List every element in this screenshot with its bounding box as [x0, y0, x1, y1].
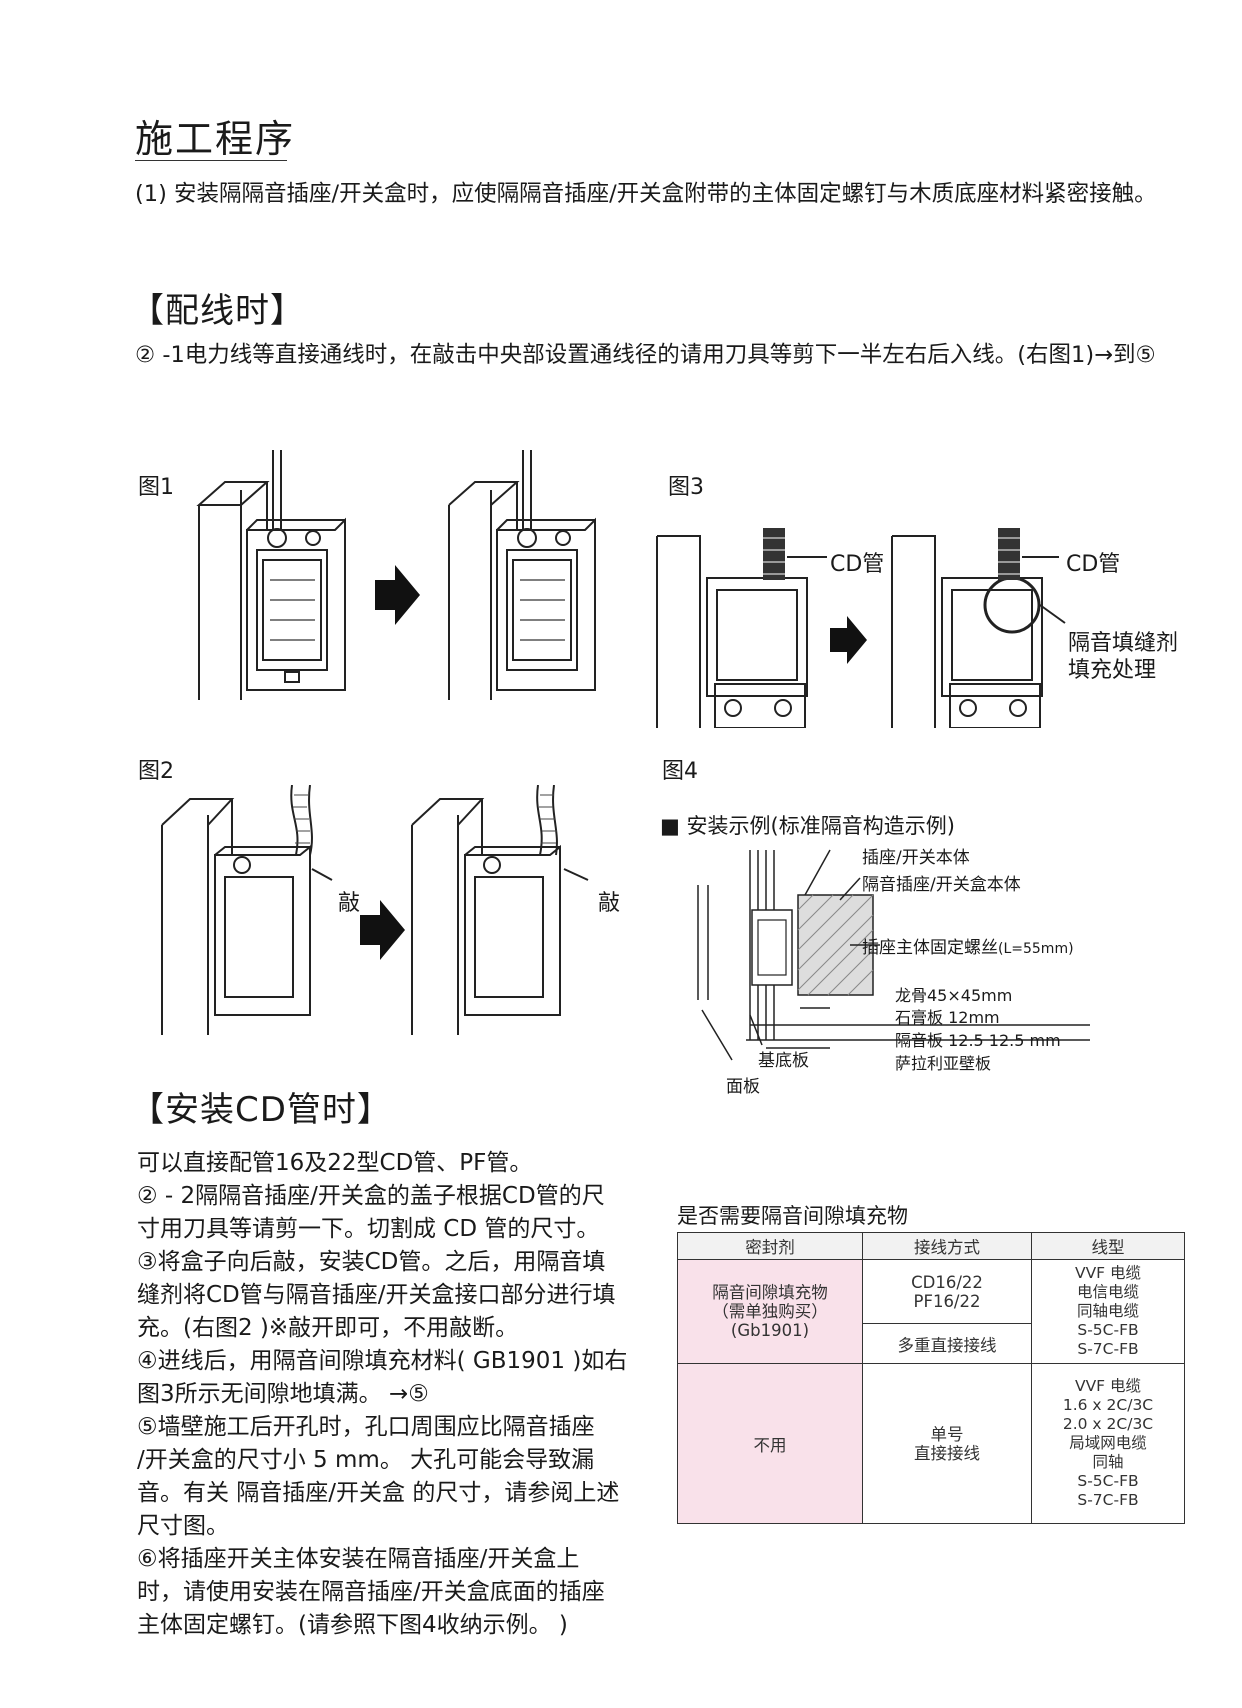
figure-4-diagram [697, 849, 1090, 1061]
base-plate-label: 基底板 [758, 1051, 809, 1071]
figure-3-illustration [656, 528, 1066, 728]
cd-line: /开关盒的尺寸小 5 mm。 大孔可能会导致漏 [137, 1447, 595, 1473]
figure-1-label: 图1 [138, 475, 174, 500]
sarah-board-label: 萨拉利亚壁板 [895, 1054, 992, 1073]
type-line: VVF 电缆 [1074, 1377, 1142, 1395]
cd-line: 寸用刀具等请剪一下。切割成 CD 管的尺寸。 [137, 1216, 600, 1242]
cd-line: 充。(右图2 )※敲开即可，不用敲断。 [137, 1315, 519, 1341]
figure-2-label: 图2 [138, 759, 174, 784]
cd-line: ② - 2隔隔音插座/开关盒的盖子根据CD管的尺 [137, 1183, 605, 1209]
type-line: S-5C-FB [1077, 1321, 1139, 1339]
gypsum-label: 石膏板 12mm [895, 1008, 1000, 1027]
screw-label: 插座主体固定螺丝(L=55mm) [862, 933, 1074, 958]
table-header: 线型 [1031, 1232, 1185, 1260]
method-cell-multi: 多重直接接线 [862, 1323, 1032, 1364]
table-header: 接线方式 [862, 1232, 1032, 1260]
arrow-right-icon [830, 616, 867, 664]
figure-1-illustration [196, 450, 596, 700]
type-line: S-5C-FB [1077, 1472, 1139, 1490]
cd-line: 主体固定螺钉。(请参照下图4收纳示例。 ) [137, 1612, 568, 1638]
wiring-heading: 【配线时】 [130, 291, 305, 331]
sealant-line: （需单独购买） [712, 1302, 828, 1321]
sealant-label-line1: 隔音填缝剂 [1068, 631, 1179, 656]
types-cell-none: VVF 电缆 1.6 x 2C/3C 2.0 x 2C/3C 局域网电缆 同轴 … [1031, 1363, 1185, 1524]
cd-heading: 【安装CD管时】 [130, 1090, 392, 1130]
type-line: 同轴电缆 [1076, 1302, 1139, 1320]
method-line: 直接接线 [914, 1443, 980, 1463]
type-line: 电信电缆 [1076, 1283, 1139, 1301]
knock-label-left: 敲 [338, 891, 361, 916]
intro-paragraph: (1) 安装隔隔音插座/开关盒时，应使隔隔音插座/开关盒附带的主体固定螺钉与木质… [135, 181, 1157, 207]
cd-line: ⑤墙壁施工后开孔时，孔口周围应比隔音插座 [137, 1414, 595, 1440]
figure-4-caption: ■ 安装示例(标准隔音构造示例) [660, 814, 955, 838]
type-line: 1.6 x 2C/3C [1062, 1396, 1154, 1414]
method-cell-cd: CD16/22 PF16/22 [862, 1259, 1032, 1324]
arrow-right-icon [375, 565, 420, 625]
page-title: 施工程序 [135, 117, 296, 161]
cd-line: 图3所示无间隙地填满。 →⑤ [137, 1381, 429, 1407]
fill-table-title: 是否需要隔音间隙填充物 [677, 1204, 908, 1228]
cd-line: 缝剂将CD管与隔音插座/开关盒接口部分进行填 [137, 1282, 616, 1308]
screw-length: (L=55mm) [998, 941, 1074, 957]
sealant-label-line2: 填充处理 [1068, 658, 1157, 683]
screw-label-text: 插座主体固定螺丝 [862, 938, 998, 958]
figure-3-label: 图3 [668, 475, 704, 500]
cd-pipe-label-right: CD管 [1066, 552, 1121, 577]
method-line: PF16/22 [913, 1291, 981, 1311]
table-header: 密封剂 [677, 1232, 863, 1260]
cd-instructions: 可以直接配管16及22型CD管、PF管。 ② - 2隔隔音插座/开关盒的盖子根据… [137, 1147, 662, 1642]
type-line: 局域网电缆 [1069, 1434, 1147, 1452]
title-underline [135, 160, 287, 161]
sealant-cell-none: 不用 [677, 1363, 863, 1524]
figure-4-label: 图4 [662, 759, 698, 784]
sealant-cell-required: 隔音间隙填充物 （需单独购买） (Gb1901) [677, 1259, 863, 1364]
cd-line: ③将盒子向后敲，安装CD管。之后，用隔音填 [137, 1249, 606, 1275]
sealant-line: 隔音间隙填充物 [712, 1283, 828, 1302]
cd-line: 时，请使用安装在隔音插座/开关盒底面的插座 [137, 1579, 605, 1605]
box-body-label: 隔音插座/开关盒本体 [862, 875, 1021, 895]
type-line: S-7C-FB [1077, 1491, 1139, 1509]
method-line: 单号 [930, 1424, 964, 1444]
type-line: 2.0 x 2C/3C [1062, 1415, 1154, 1433]
type-line: VVF 电缆 [1074, 1264, 1142, 1282]
method-line: CD16/22 [911, 1272, 983, 1292]
cd-pipe-label-left: CD管 [830, 552, 885, 577]
figure-2-illustration [161, 785, 589, 1035]
type-line: 同轴 [1092, 1453, 1124, 1471]
arrow-right-icon [360, 900, 405, 960]
types-cell-required: VVF 电缆 电信电缆 同轴电缆 S-5C-FB S-7C-FB [1031, 1259, 1185, 1364]
knock-label-right: 敲 [598, 891, 621, 916]
cd-line: 音。有关 隔音插座/开关盒 的尺寸，请参阅上述 [137, 1480, 620, 1506]
cd-line: 尺寸图。 [137, 1513, 229, 1539]
sound-board-label: 隔音板 12.5 12.5 mm [895, 1031, 1061, 1050]
cd-line: ④进线后，用隔音间隙填充材料( GB1901 )如右 [137, 1348, 628, 1374]
fill-requirement-table: 密封剂 接线方式 线型 隔音间隙填充物 （需单独购买） (Gb1901) CD1… [677, 1232, 1185, 1524]
cd-line: 可以直接配管16及22型CD管、PF管。 [137, 1150, 533, 1176]
wiring-text: ② -1电力线等直接通线时，在敲击中央部设置通线径的请用刀具等剪下一半左右后入线… [135, 342, 1156, 368]
stud-label: 龙骨45×45mm [895, 986, 1013, 1005]
cd-line: ⑥将插座开关主体安装在隔音插座/开关盒上 [137, 1546, 580, 1572]
method-cell-single: 单号 直接接线 [862, 1363, 1032, 1524]
type-line: S-7C-FB [1077, 1340, 1139, 1358]
face-plate-label: 面板 [726, 1077, 760, 1097]
socket-body-label: 插座/开关本体 [862, 848, 970, 868]
sealant-line: (Gb1901) [730, 1321, 810, 1340]
